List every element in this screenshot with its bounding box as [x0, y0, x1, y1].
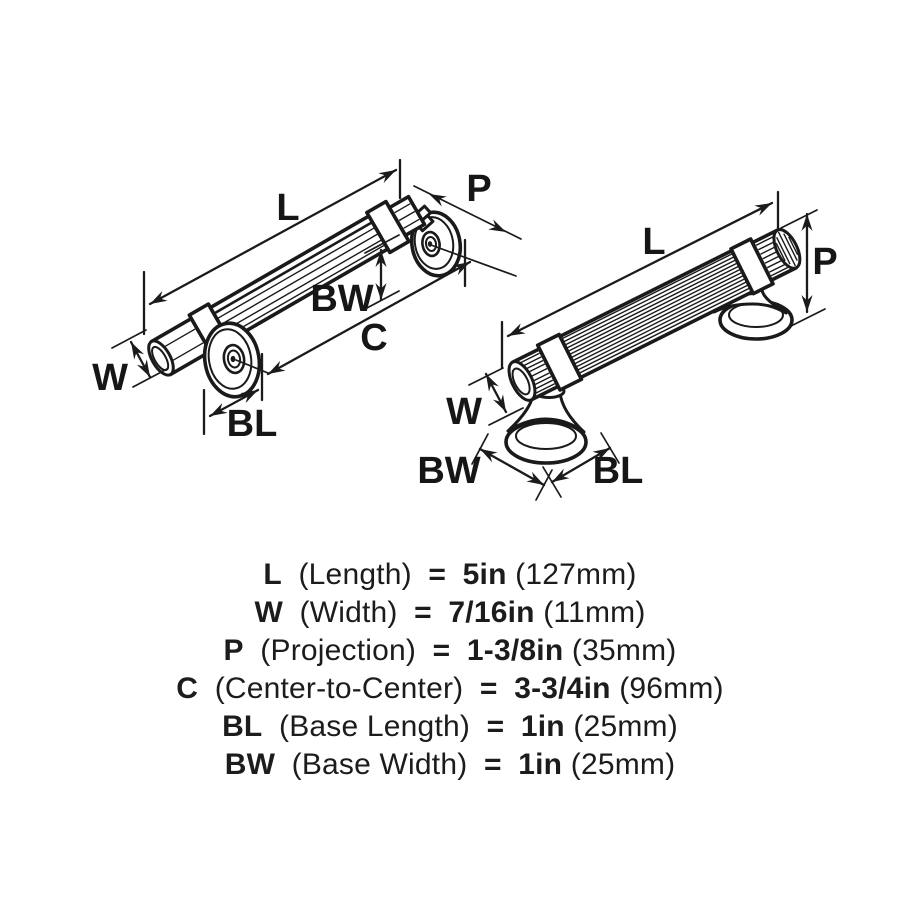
left-dim-BW [364, 234, 400, 310]
spec-label: (Center-to-Center) [214, 672, 464, 705]
spec-value: 3-3/4in [514, 672, 611, 705]
spec-equals: = [432, 634, 451, 667]
spec-metric: (11mm) [543, 596, 646, 629]
left-dim-BL [202, 385, 261, 436]
left-flange-disc [202, 321, 262, 399]
spec-code: C [176, 672, 199, 705]
right-dim-W [468, 367, 524, 426]
front-left-foot [504, 383, 588, 465]
spec-code: L [263, 558, 282, 591]
right-view-bar [507, 228, 802, 402]
spec-code: BL [222, 710, 263, 743]
spec-metric: (127mm) [515, 558, 637, 591]
spec-metric: (96mm) [619, 672, 724, 705]
dimension-spec-list: L (Length) = 5in (127mm) W (Width) = 7/1… [0, 556, 900, 784]
spec-label: (Base Length) [279, 710, 471, 743]
left-view-drawing: L P BW C W BL [92, 158, 522, 445]
right-label-BW: BW [417, 450, 480, 492]
right-dim-BW [471, 433, 553, 501]
spec-equals: = [483, 748, 502, 781]
right-dim-L [500, 190, 780, 370]
spec-metric: (25mm) [573, 710, 678, 743]
spec-code: W [254, 596, 283, 629]
spec-value: 5in [462, 558, 507, 591]
right-label-P: P [812, 241, 837, 283]
spec-metric: (35mm) [571, 634, 677, 667]
spec-value: 7/16in [448, 596, 535, 629]
spec-value: 1in [518, 748, 563, 781]
spec-equals: = [414, 596, 432, 629]
left-label-BL: BL [227, 403, 278, 445]
right-dim-BL [542, 432, 620, 498]
left-dim-C [235, 238, 517, 402]
left-label-P: P [466, 168, 491, 210]
right-dim-P [780, 209, 826, 328]
left-label-W: W [92, 357, 128, 399]
right-label-BL: BL [593, 450, 644, 492]
spec-line-length: L (Length) = 5in (127mm) [0, 556, 900, 594]
spec-code: P [223, 634, 244, 667]
right-label-W: W [446, 391, 482, 433]
left-dim-W [111, 329, 168, 388]
left-label-BW: BW [310, 278, 373, 320]
spec-equals: = [479, 672, 498, 705]
left-dim-L [142, 158, 402, 336]
spec-line-projection: P (Projection) = 1-3/8in (35mm) [0, 632, 900, 670]
spec-line-center-to-center: C (Center-to-Center) = 3-3/4in (96mm) [0, 670, 900, 708]
spec-label: (Length) [298, 558, 412, 591]
spec-equals: = [486, 710, 505, 743]
spec-label: (Width) [299, 596, 398, 629]
spec-metric: (25mm) [570, 748, 676, 781]
spec-equals: = [428, 558, 447, 591]
left-dim-P [413, 185, 522, 240]
spec-value: 1-3/8in [466, 634, 564, 667]
spec-label: (Projection) [260, 634, 417, 667]
spec-line-width: W (Width) = 7/16in (11mm) [0, 594, 900, 632]
left-view-bar [147, 194, 427, 377]
left-label-L: L [276, 187, 299, 229]
spec-value: 1in [520, 710, 565, 743]
spec-line-base-width: BW (Base Width) = 1in (25mm) [0, 746, 900, 784]
spec-code: BW [224, 748, 276, 781]
spec-label: (Base Width) [291, 748, 468, 781]
right-view-drawing: L P W BW BL [417, 190, 838, 501]
left-label-C: C [360, 317, 387, 359]
right-label-L: L [642, 221, 665, 263]
spec-line-base-length: BL (Base Length) = 1in (25mm) [0, 708, 900, 746]
